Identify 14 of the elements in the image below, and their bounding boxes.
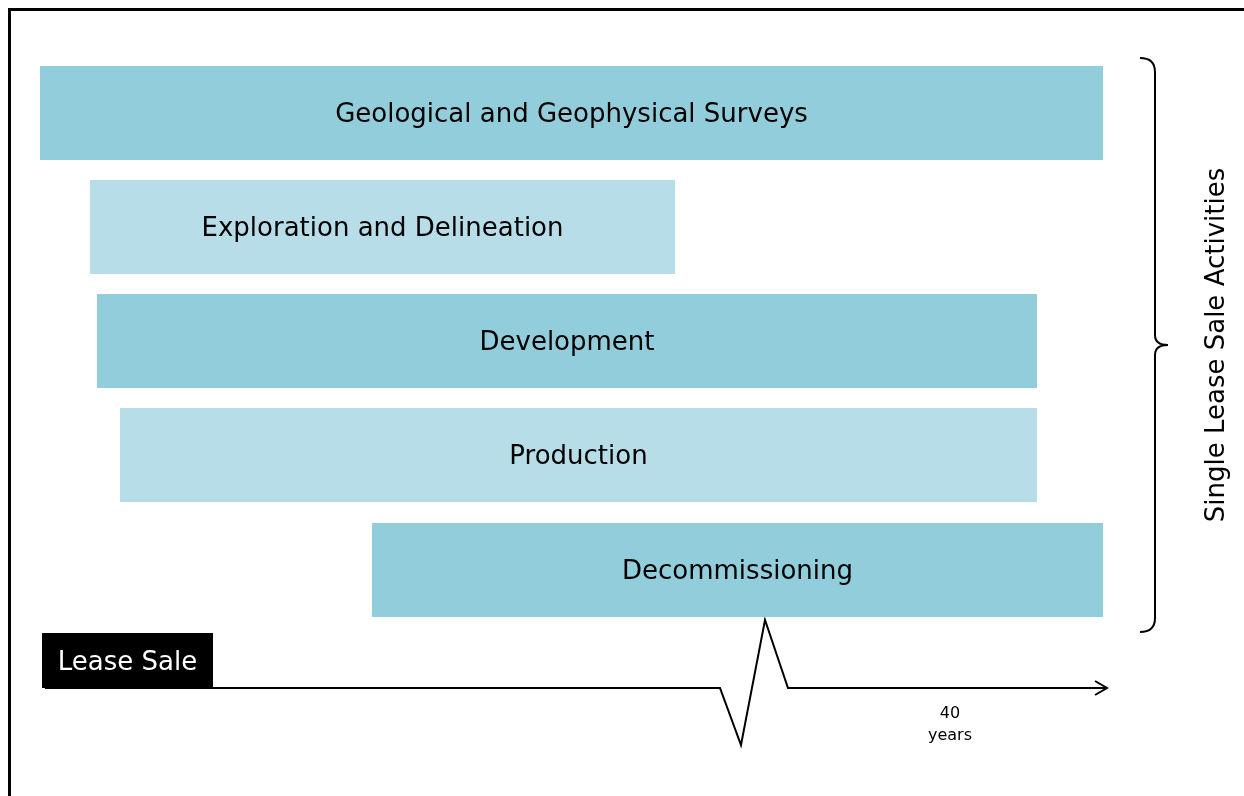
activity-bar — [40, 66, 1103, 160]
activity-bar — [97, 294, 1037, 388]
bracket-label: Single Lease Sale Activities — [1200, 167, 1230, 523]
activity-bar — [372, 523, 1103, 617]
bar-label: Production — [509, 440, 648, 470]
activity-bar — [90, 180, 675, 274]
bar-label: Exploration and Delineation — [201, 212, 564, 242]
bar-label: Decommissioning — [622, 555, 853, 585]
activity-bar — [120, 408, 1037, 502]
label-text: Lease Sale — [57, 645, 198, 676]
bar-label: Development — [479, 326, 655, 356]
bar-label: Geological and Geophysical Surveys — [335, 98, 808, 128]
label-box — [42, 633, 213, 688]
time-label: 40 years — [927, 702, 973, 746]
